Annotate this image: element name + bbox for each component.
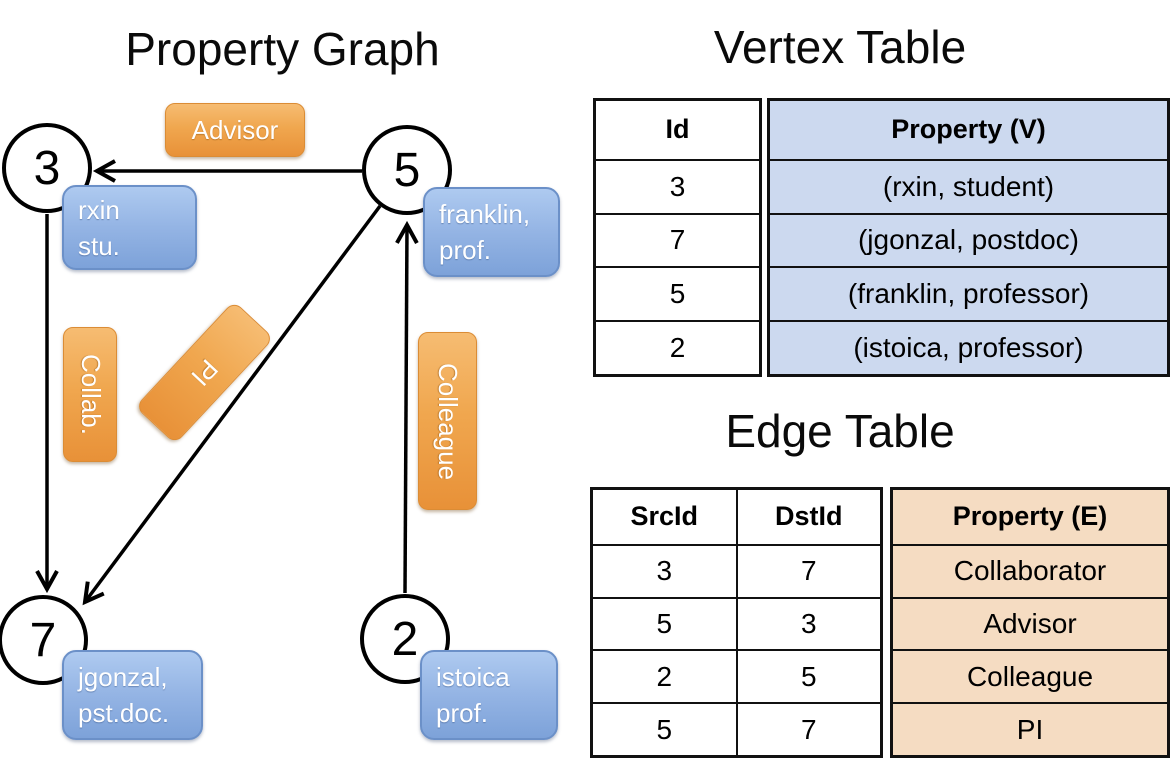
vertex-table-property-header: Property (V) bbox=[891, 114, 1046, 145]
vertex-property-5-line1: franklin, bbox=[439, 199, 531, 230]
table-row: Collaborator bbox=[893, 543, 1167, 597]
edge-label-pi-text: PI bbox=[185, 353, 225, 393]
vertex-property-2-line1: istoica bbox=[436, 662, 510, 693]
vertex-table-property-column: Property (V) (rxin, student) (jgonzal, p… bbox=[767, 98, 1170, 377]
vertex-table-header-row: Id bbox=[596, 101, 759, 159]
table-row: (rxin, student) bbox=[770, 158, 1167, 213]
vertex-property-5-line2: prof. bbox=[439, 235, 492, 265]
vertex-property-2-line2: prof. bbox=[436, 698, 489, 728]
vertex-id-cell: 3 bbox=[669, 170, 686, 202]
edge-label-collab: Collab. bbox=[63, 327, 117, 462]
vertex-table-id-column: Id 3 7 5 2 bbox=[593, 98, 762, 377]
vertex-property-cell: (istoica, professor) bbox=[853, 332, 1084, 364]
edge-line-2-to-5 bbox=[395, 220, 419, 594]
vertex-property-cell: (franklin, professor) bbox=[847, 278, 1090, 310]
table-row: (franklin, professor) bbox=[770, 266, 1167, 320]
edge-label-colleague-text: Colleague bbox=[433, 362, 463, 480]
edge-dst-cell: 7 bbox=[735, 545, 881, 597]
edge-table-srcid-header: SrcId bbox=[630, 501, 699, 532]
vertex-table-header-row: Property (V) bbox=[770, 101, 1167, 159]
edge-table-src-dst-columns: SrcId DstId 3 7 5 3 2 5 5 7 bbox=[590, 487, 883, 758]
edge-table-property-column: Property (E) Collaborator Advisor Collea… bbox=[890, 487, 1170, 758]
edge-property-cell: Advisor bbox=[983, 607, 1077, 639]
table-row: Colleague bbox=[893, 649, 1167, 702]
vertex-property-box-5: franklin, prof. bbox=[423, 187, 560, 277]
table-row: 3 bbox=[596, 158, 759, 213]
edge-property-cell: Colleague bbox=[966, 660, 1094, 692]
edge-table-header-row: Property (E) bbox=[893, 490, 1167, 544]
table-row: PI bbox=[893, 702, 1167, 755]
vertex-property-cell: (jgonzal, postdoc) bbox=[857, 224, 1079, 256]
vertex-property-box-3: rxin stu. bbox=[62, 185, 197, 270]
edge-dst-cell: 7 bbox=[735, 704, 881, 755]
vertex-table-title: Vertex Table bbox=[713, 21, 967, 73]
vertex-property-7-line2: pst.doc. bbox=[78, 698, 170, 728]
edge-dst-cell: 5 bbox=[735, 651, 881, 703]
table-row: (istoica, professor) bbox=[770, 320, 1167, 374]
edge-property-cell: Collaborator bbox=[953, 555, 1107, 587]
edge-table-title: Edge Table bbox=[725, 405, 955, 457]
edge-src-cell: 5 bbox=[656, 607, 673, 639]
edge-table-header-row: SrcId DstId bbox=[593, 490, 880, 544]
graph-node-2: 2 bbox=[360, 594, 450, 684]
edge-table-property-header: Property (E) bbox=[952, 501, 1108, 532]
vertex-property-3-line1: rxin bbox=[78, 194, 120, 225]
vertex-id-cell: 2 bbox=[669, 332, 686, 364]
vertex-property-box-7: jgonzal, pst.doc. bbox=[62, 650, 203, 740]
vertex-property-cell: (rxin, student) bbox=[882, 170, 1055, 202]
edge-src-cell: 5 bbox=[656, 713, 673, 745]
vertex-id-cell: 7 bbox=[669, 224, 686, 256]
table-row: 3 7 bbox=[593, 543, 881, 597]
vertex-table-id-header: Id bbox=[665, 114, 690, 145]
graph-edges-layer bbox=[35, 159, 419, 606]
vertex-property-7-line1: jgonzal, bbox=[78, 662, 168, 693]
vertex-property-3-line2: stu. bbox=[78, 230, 120, 261]
edge-table-dstid-header: DstId bbox=[735, 490, 881, 544]
edge-src-cell: 2 bbox=[656, 660, 673, 692]
table-row: 2 5 bbox=[593, 649, 881, 703]
edge-dst-cell: 3 bbox=[735, 598, 881, 650]
table-row: 7 bbox=[596, 212, 759, 267]
table-row: 5 3 bbox=[593, 596, 881, 650]
edge-label-colleague: Colleague bbox=[418, 332, 477, 510]
vertex-property-box-2: istoica prof. bbox=[420, 650, 558, 740]
table-row: (jgonzal, postdoc) bbox=[770, 212, 1167, 267]
edge-line-5-to-7 bbox=[82, 204, 382, 606]
table-row: 2 bbox=[596, 320, 759, 374]
table-row: 5 7 bbox=[593, 702, 880, 755]
vertex-id-cell: 5 bbox=[669, 278, 686, 310]
edge-label-advisor: Advisor bbox=[165, 103, 305, 157]
property-graph-title: Property Graph bbox=[125, 23, 440, 75]
table-row: 5 bbox=[596, 266, 759, 320]
edge-src-cell: 3 bbox=[656, 555, 673, 587]
table-row: Advisor bbox=[893, 596, 1167, 650]
edge-label-collab-text: Collab. bbox=[75, 354, 106, 435]
edge-property-cell: PI bbox=[1016, 713, 1044, 745]
edge-label-advisor-text: Advisor bbox=[191, 114, 279, 145]
